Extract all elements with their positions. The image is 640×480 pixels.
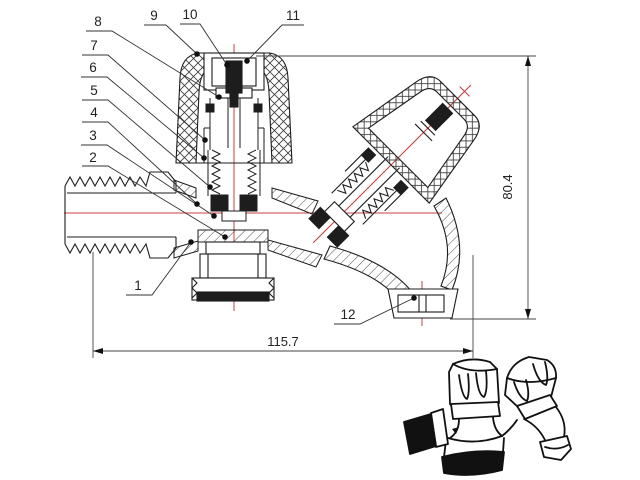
spout (323, 197, 461, 319)
part-label-9: 9 (150, 8, 158, 23)
vertical-valve-cartridge (203, 98, 265, 222)
valve-body-walls (173, 179, 323, 268)
part-label-10: 10 (182, 7, 197, 22)
dimension-height-text: 80.4 (500, 174, 515, 199)
part-label-1: 1 (134, 278, 142, 293)
angled-valve-cartridge (308, 76, 480, 248)
valve-isometric-view (403, 356, 572, 476)
part-label-11: 11 (286, 8, 300, 23)
dimension-width-text: 115.7 (267, 334, 299, 349)
dimension-height (256, 55, 536, 320)
part-label-7: 7 (90, 38, 98, 53)
part-label-5: 5 (90, 83, 98, 98)
part-label-4: 4 (90, 105, 98, 120)
part-label-6: 6 (89, 60, 97, 75)
leader-lines (81, 23, 415, 325)
dimension-width (92, 252, 474, 358)
inlet-thread-section (64, 171, 177, 259)
part-label-12: 12 (340, 307, 355, 322)
part-label-3: 3 (89, 128, 97, 143)
leader-dots (188, 51, 417, 301)
part-labels: 1 2 3 4 5 6 7 8 9 10 11 12 (89, 7, 355, 322)
bottom-outlet-nut (191, 241, 275, 302)
part-label-8: 8 (94, 14, 102, 29)
part-label-2: 2 (89, 150, 97, 165)
